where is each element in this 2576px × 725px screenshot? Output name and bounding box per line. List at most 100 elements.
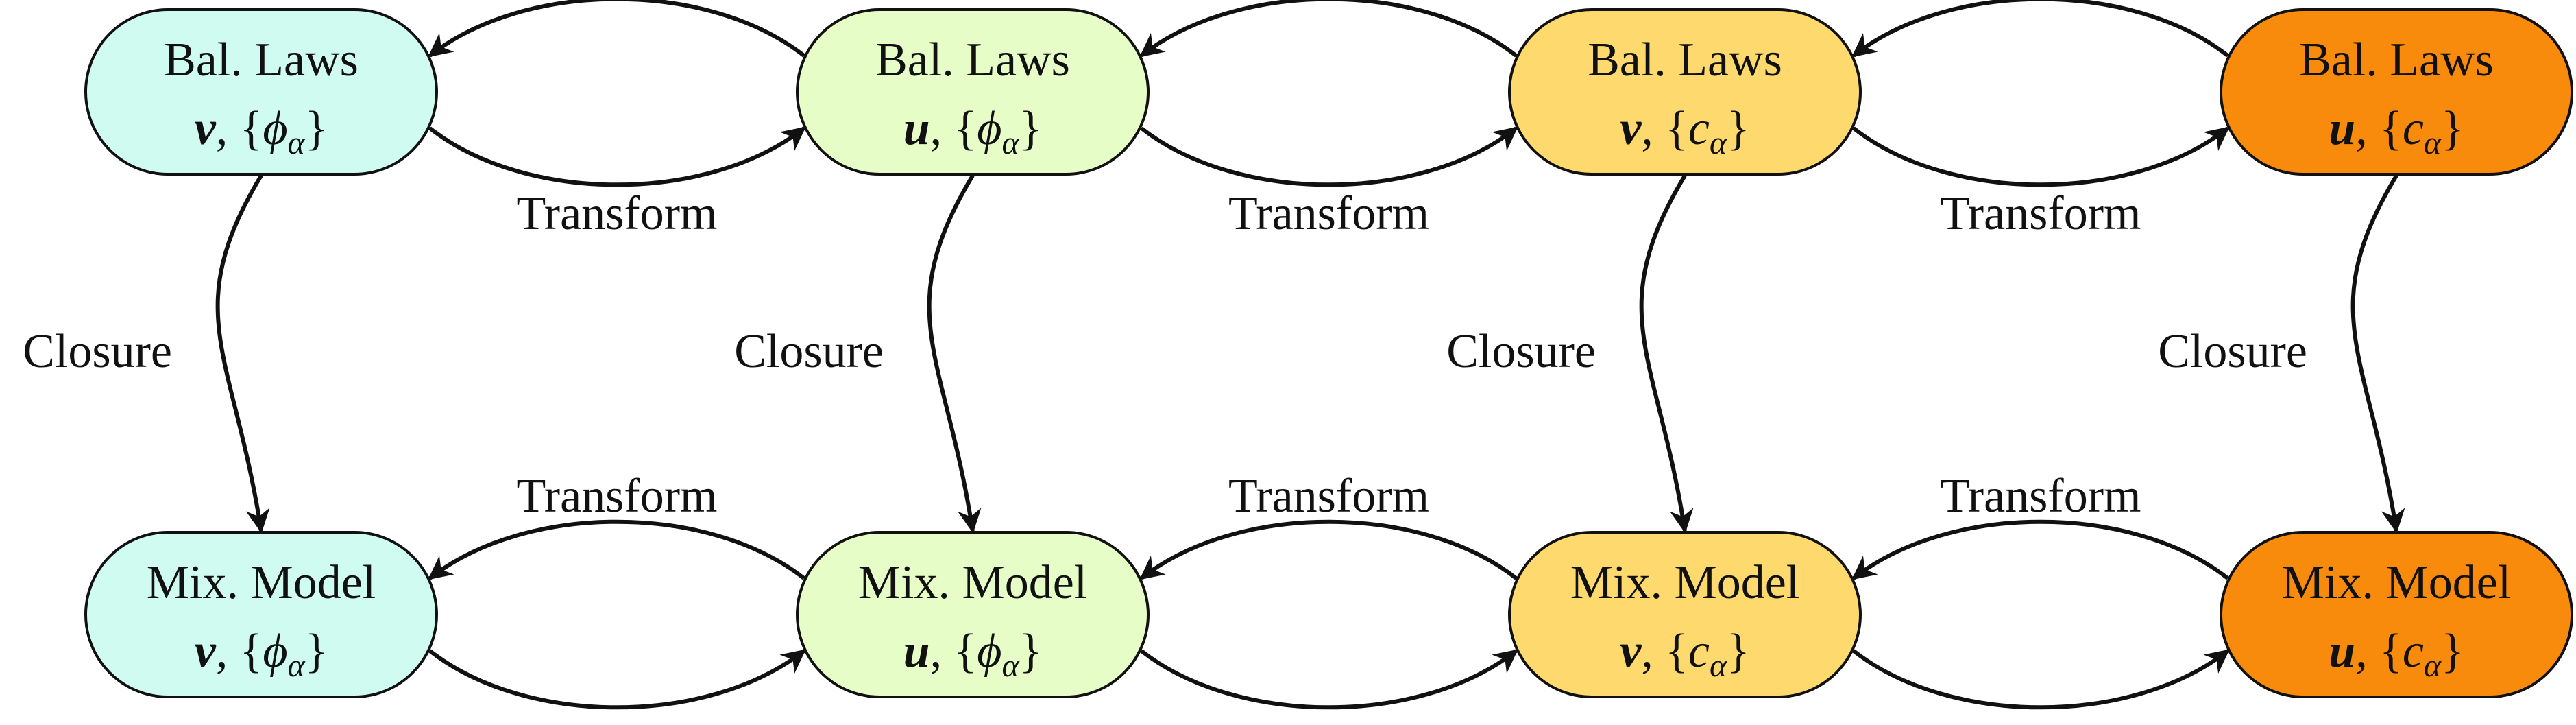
brace-close: } bbox=[305, 102, 328, 155]
node-title: Bal. Laws bbox=[875, 34, 1070, 86]
velocity-symbol: v bbox=[1620, 102, 1642, 155]
separator: , bbox=[930, 102, 954, 155]
node-variables: u, {cα} bbox=[2329, 102, 2464, 161]
node-bal-u-c: Bal. Laws u, {cα} bbox=[2220, 8, 2573, 176]
node-mix-u-c: Mix. Model u, {cα} bbox=[2220, 531, 2573, 698]
transform-label: Transform bbox=[1941, 187, 2141, 240]
node-shape bbox=[84, 8, 438, 176]
variable-subscript: α bbox=[1001, 125, 1019, 161]
velocity-symbol: u bbox=[2329, 625, 2355, 678]
node-variables: u, {ϕα} bbox=[903, 102, 1043, 161]
variable-subscript: α bbox=[1001, 647, 1019, 684]
node-shape bbox=[796, 531, 1150, 698]
node-bal-v-phi: Bal. Laws v, {ϕα} bbox=[84, 8, 438, 176]
node-title: Bal. Laws bbox=[2299, 34, 2494, 86]
separator: , bbox=[2355, 102, 2379, 155]
edge-mix-u-phi-to-mix-v-phi bbox=[428, 519, 805, 580]
brace-open: { bbox=[954, 102, 977, 155]
variable-subscript: α bbox=[1710, 125, 1727, 161]
velocity-symbol: u bbox=[903, 102, 930, 155]
edge-bal-u-c-to-bal-v-c bbox=[1851, 0, 2229, 58]
node-bal-v-c: Bal. Laws v, {cα} bbox=[1508, 8, 1862, 176]
transform-label: Transform bbox=[517, 187, 718, 240]
transform-label: Transform bbox=[1228, 187, 1429, 240]
node-shape bbox=[796, 8, 1150, 176]
variable-symbol: ϕ bbox=[977, 625, 1001, 678]
edge-bal-u-c-to-mix-u-c bbox=[2350, 174, 2405, 534]
velocity-symbol: u bbox=[2329, 102, 2355, 155]
node-shape bbox=[1508, 531, 1862, 698]
variable-subscript: α bbox=[2424, 647, 2442, 684]
separator: , bbox=[930, 625, 954, 678]
brace-close: } bbox=[1019, 102, 1043, 155]
separator: , bbox=[216, 625, 240, 678]
edge-bal-u-phi-to-mix-u-phi bbox=[927, 174, 982, 534]
node-bal-u-phi: Bal. Laws u, {ϕα} bbox=[796, 8, 1150, 176]
variable-symbol: ϕ bbox=[263, 102, 287, 155]
edge-bal-v-phi-to-bal-u-phi bbox=[428, 126, 806, 187]
brace-close: } bbox=[1727, 102, 1750, 155]
variable-symbol: c bbox=[2403, 102, 2424, 155]
separator: , bbox=[2355, 625, 2379, 678]
node-title: Mix. Model bbox=[2282, 556, 2511, 609]
node-shape bbox=[1508, 8, 1862, 176]
brace-open: { bbox=[1665, 102, 1688, 155]
node-variables: v, {ϕα} bbox=[195, 625, 328, 684]
node-variables: v, {ϕα} bbox=[195, 102, 328, 161]
variable-symbol: ϕ bbox=[977, 102, 1001, 155]
brace-open: { bbox=[240, 625, 263, 678]
node-variables: v, {cα} bbox=[1620, 625, 1750, 684]
node-shape bbox=[2220, 531, 2573, 698]
transform-label: Transform bbox=[1228, 470, 1429, 523]
velocity-symbol: u bbox=[903, 625, 930, 678]
node-shape bbox=[2220, 8, 2573, 176]
edge-mix-v-c-to-mix-u-c bbox=[1852, 649, 2230, 710]
node-title: Mix. Model bbox=[858, 556, 1087, 609]
brace-close: } bbox=[2441, 102, 2464, 155]
variable-subscript: α bbox=[1710, 647, 1727, 684]
edge-mix-v-phi-to-mix-u-phi bbox=[428, 649, 806, 710]
variable-symbol: c bbox=[2403, 625, 2424, 678]
variable-symbol: ϕ bbox=[263, 625, 287, 678]
variable-subscript: α bbox=[288, 125, 306, 161]
brace-close: } bbox=[1019, 625, 1043, 678]
brace-open: { bbox=[2379, 625, 2403, 678]
node-mix-v-c: Mix. Model v, {cα} bbox=[1508, 531, 1862, 698]
brace-open: { bbox=[2379, 102, 2403, 155]
edge-bal-u-phi-to-bal-v-phi bbox=[428, 0, 805, 58]
edge-bal-v-c-to-mix-v-c bbox=[1639, 174, 1694, 534]
separator: , bbox=[216, 102, 240, 155]
node-variables: v, {cα} bbox=[1620, 102, 1750, 161]
closure-label: Closure bbox=[1446, 325, 1596, 378]
brace-close: } bbox=[1727, 625, 1750, 678]
variable-subscript: α bbox=[288, 647, 306, 684]
transform-label: Transform bbox=[1941, 470, 2141, 523]
velocity-symbol: v bbox=[195, 625, 217, 678]
brace-open: { bbox=[1665, 625, 1688, 678]
variable-subscript: α bbox=[2424, 125, 2442, 161]
separator: , bbox=[1641, 102, 1665, 155]
transform-label: Transform bbox=[517, 470, 718, 523]
velocity-symbol: v bbox=[195, 102, 217, 155]
closure-label: Closure bbox=[23, 325, 172, 378]
brace-close: } bbox=[2441, 625, 2464, 678]
separator: , bbox=[1641, 625, 1665, 678]
edge-mix-v-c-to-mix-u-phi bbox=[1139, 519, 1518, 580]
edge-bal-v-c-to-bal-u-phi bbox=[1139, 0, 1518, 58]
node-title: Bal. Laws bbox=[164, 34, 359, 86]
brace-open: { bbox=[954, 625, 977, 678]
node-title: Mix. Model bbox=[1570, 556, 1799, 609]
node-mix-u-phi: Mix. Model u, {ϕα} bbox=[796, 531, 1150, 698]
node-title: Bal. Laws bbox=[1588, 34, 1782, 86]
node-variables: u, {cα} bbox=[2329, 625, 2464, 684]
edge-bal-u-phi-to-bal-v-c bbox=[1140, 126, 1518, 187]
node-shape bbox=[84, 531, 438, 698]
closure-label: Closure bbox=[2158, 325, 2307, 378]
velocity-symbol: v bbox=[1620, 625, 1642, 678]
variable-symbol: c bbox=[1688, 102, 1710, 155]
brace-close: } bbox=[305, 625, 328, 678]
edge-bal-v-phi-to-mix-v-phi bbox=[215, 174, 270, 534]
edge-bal-v-c-to-bal-u-c bbox=[1852, 126, 2230, 187]
